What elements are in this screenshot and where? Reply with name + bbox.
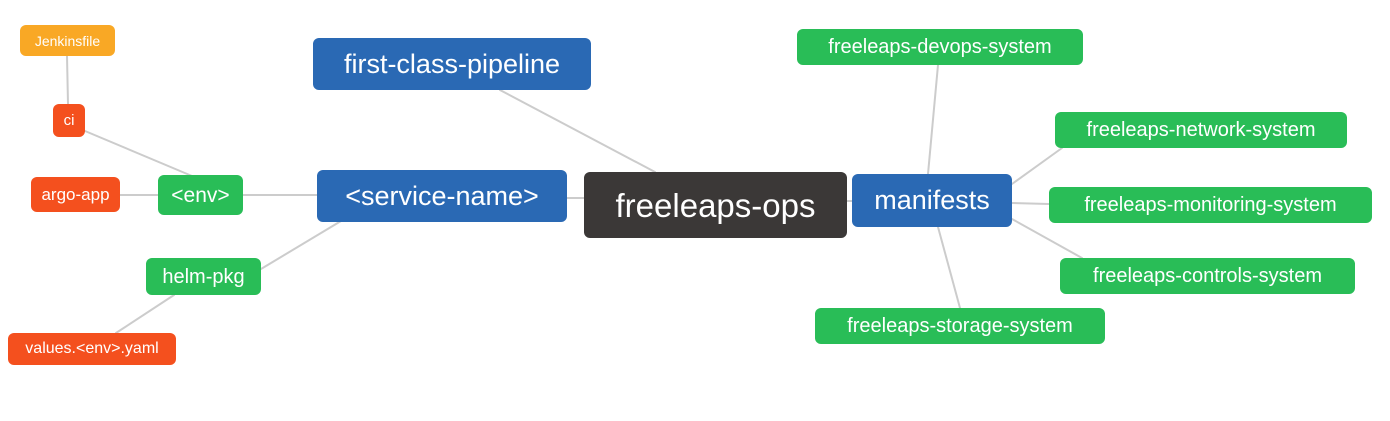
node-first-class-pipeline[interactable]: first-class-pipeline (313, 38, 591, 90)
node-jenkinsfile[interactable]: Jenkinsfile (20, 25, 115, 56)
node-manifests[interactable]: manifests (852, 174, 1012, 227)
node-values-env-yaml[interactable]: values.<env>.yaml (8, 333, 176, 365)
edge-manifests-devops-system (927, 64, 939, 175)
node-helm-pkg[interactable]: helm-pkg (146, 258, 261, 295)
node-freeleaps-ops[interactable]: freeleaps-ops (584, 172, 847, 238)
edge-helm-pkg-service-name (260, 220, 342, 270)
edge-first-class-pipeline-freeleaps-ops (499, 89, 656, 173)
node-service-name[interactable]: <service-name> (317, 170, 567, 222)
node-devops-system[interactable]: freeleaps-devops-system (797, 29, 1083, 65)
edge-manifests-controls-system (1011, 218, 1083, 259)
node-network-system[interactable]: freeleaps-network-system (1055, 112, 1347, 148)
edge-manifests-storage-system (937, 226, 961, 309)
node-storage-system[interactable]: freeleaps-storage-system (815, 308, 1105, 344)
node-ci[interactable]: ci (53, 104, 85, 137)
node-argo-app[interactable]: argo-app (31, 177, 120, 212)
edge-manifests-network-system (1011, 147, 1063, 185)
edge-ci-env (84, 130, 193, 177)
edge-manifests-monitoring-system (1011, 202, 1050, 205)
node-monitoring-system[interactable]: freeleaps-monitoring-system (1049, 187, 1372, 223)
node-env[interactable]: <env> (158, 175, 243, 215)
edge-values-env-yaml-helm-pkg (115, 294, 175, 334)
node-controls-system[interactable]: freeleaps-controls-system (1060, 258, 1355, 294)
edge-jenkinsfile-ci (66, 55, 69, 105)
